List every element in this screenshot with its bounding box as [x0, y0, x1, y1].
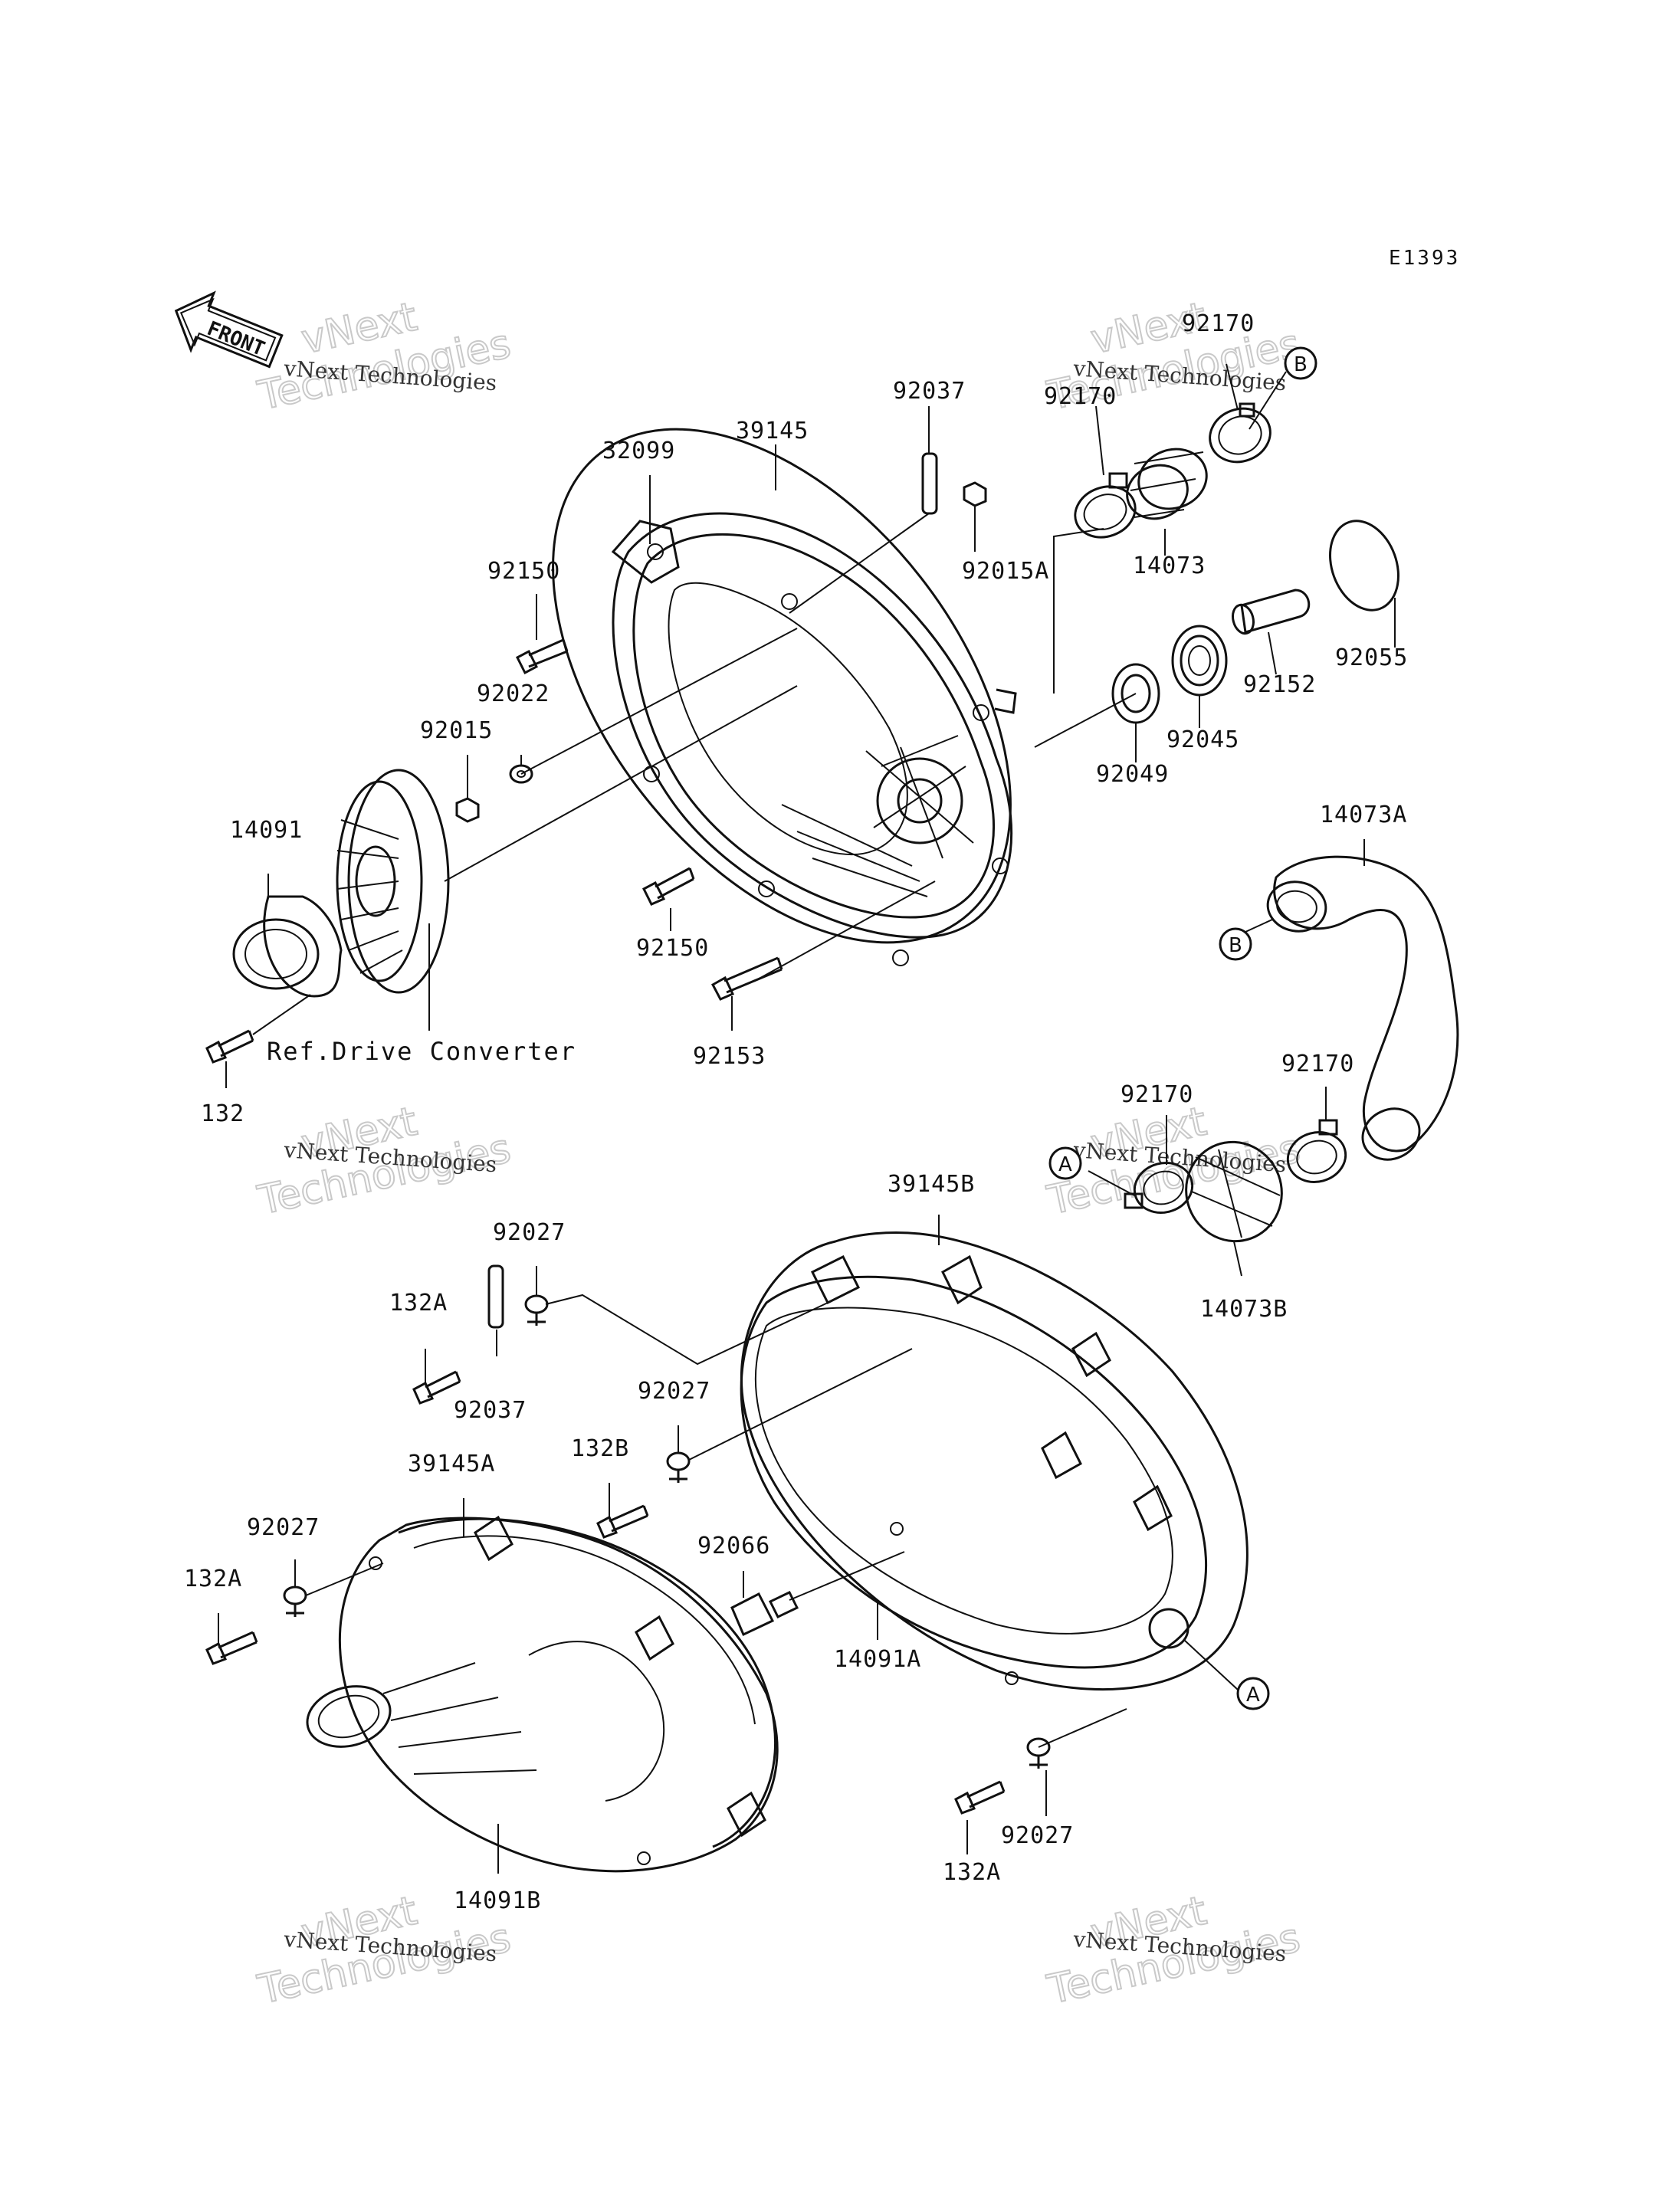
svg-text:B: B: [1294, 353, 1308, 376]
label-92150-b: 92150: [636, 935, 709, 962]
label-39145: 39145: [736, 418, 809, 444]
label-92170-a: 92170: [1044, 383, 1117, 410]
label-132A-a: 132A: [389, 1290, 448, 1317]
label-92027-a: 92027: [493, 1219, 566, 1246]
bolt-92150-a: [516, 638, 569, 675]
callout-a-clamp: A: [1048, 1146, 1082, 1180]
nut-92015: [455, 797, 480, 823]
label-92015: 92015: [420, 717, 493, 744]
bolt-132A-a: [412, 1370, 461, 1405]
label-14091: 14091: [230, 817, 303, 844]
label-132A-b: 132A: [184, 1566, 242, 1592]
label-14073: 14073: [1133, 553, 1206, 579]
label-39145A: 39145A: [408, 1451, 495, 1477]
clip-92037-top: [921, 452, 938, 515]
label-92027-d: 92027: [1001, 1822, 1074, 1849]
svg-text:A: A: [1246, 1684, 1260, 1707]
bearing-92045: [1171, 625, 1228, 697]
label-92027-b: 92027: [638, 1378, 710, 1405]
label-92022: 92022: [477, 680, 550, 707]
label-92170-b: 92170: [1182, 310, 1255, 337]
label-92037-top: 92037: [893, 378, 966, 405]
leader-lines: [218, 363, 1396, 1874]
diagram-code: E1393: [1389, 247, 1460, 270]
label-92153: 92153: [693, 1043, 766, 1070]
duct-14073A: [1266, 855, 1459, 1161]
label-ref-drive-converter: Ref.Drive Converter: [267, 1037, 576, 1066]
label-132: 132: [201, 1100, 244, 1127]
label-92152: 92152: [1243, 671, 1316, 698]
clamp-92170-c: [1286, 1119, 1347, 1183]
label-32099: 32099: [602, 438, 675, 464]
svg-text:A: A: [1058, 1153, 1072, 1176]
callout-b-duct: B: [1219, 927, 1252, 961]
clamp-92170-b: [1209, 402, 1271, 464]
label-132B: 132B: [571, 1435, 629, 1462]
label-92066: 92066: [697, 1533, 770, 1559]
bolt-132A-c: [954, 1780, 1006, 1815]
washer-92027-b: [666, 1451, 691, 1483]
label-92049: 92049: [1096, 761, 1169, 788]
clamp-92170-d: [1124, 1162, 1194, 1214]
outer-cover-14091B: [306, 1515, 779, 1873]
label-92170-d: 92170: [1121, 1081, 1193, 1108]
washer-92027-c: [283, 1585, 307, 1617]
label-92045: 92045: [1166, 726, 1239, 753]
label-92027-c: 92027: [247, 1514, 320, 1541]
label-92150-a: 92150: [487, 558, 560, 585]
sleeve-92152: [1232, 589, 1311, 635]
inner-cover-39145: [552, 428, 1017, 966]
drive-converter: [336, 769, 450, 994]
label-39145B: 39145B: [888, 1171, 975, 1198]
nut-92015A: [963, 481, 987, 507]
label-14073B: 14073B: [1200, 1296, 1288, 1323]
sensor-92066: [730, 1591, 799, 1637]
label-92037-lower: 92037: [454, 1397, 527, 1424]
label-14091B: 14091B: [454, 1887, 541, 1914]
outer-cover-14091A: [740, 1231, 1249, 1691]
bolt-132B: [596, 1504, 649, 1539]
bolt-92153: [710, 956, 783, 1001]
bolt-92150-b: [642, 867, 695, 906]
label-92170-c: 92170: [1281, 1051, 1354, 1077]
watermark-1: vNext Technologies: [253, 293, 515, 421]
label-14073A: 14073A: [1320, 802, 1407, 828]
label-92015A: 92015A: [962, 558, 1049, 585]
bolt-132: [205, 1029, 254, 1064]
oring-92055: [1329, 520, 1399, 612]
svg-text:B: B: [1229, 934, 1242, 957]
label-92055: 92055: [1335, 644, 1408, 671]
front-arrow-icon: FRONT: [174, 290, 284, 369]
duct-14073B: [1185, 1140, 1283, 1243]
bolt-132A-b: [205, 1631, 258, 1665]
cover-14091: [232, 895, 343, 998]
duct-14073: [1126, 448, 1208, 520]
washer-92027-d: [1026, 1737, 1051, 1769]
label-14091A: 14091A: [834, 1646, 921, 1673]
clamp-92170-a: [1074, 472, 1137, 539]
washer-92027-a: [524, 1294, 549, 1326]
clip-92037-lower: [487, 1264, 504, 1329]
label-132A-c: 132A: [943, 1859, 1001, 1886]
callout-b-top: B: [1284, 346, 1317, 380]
callout-a-cover: A: [1236, 1677, 1270, 1710]
